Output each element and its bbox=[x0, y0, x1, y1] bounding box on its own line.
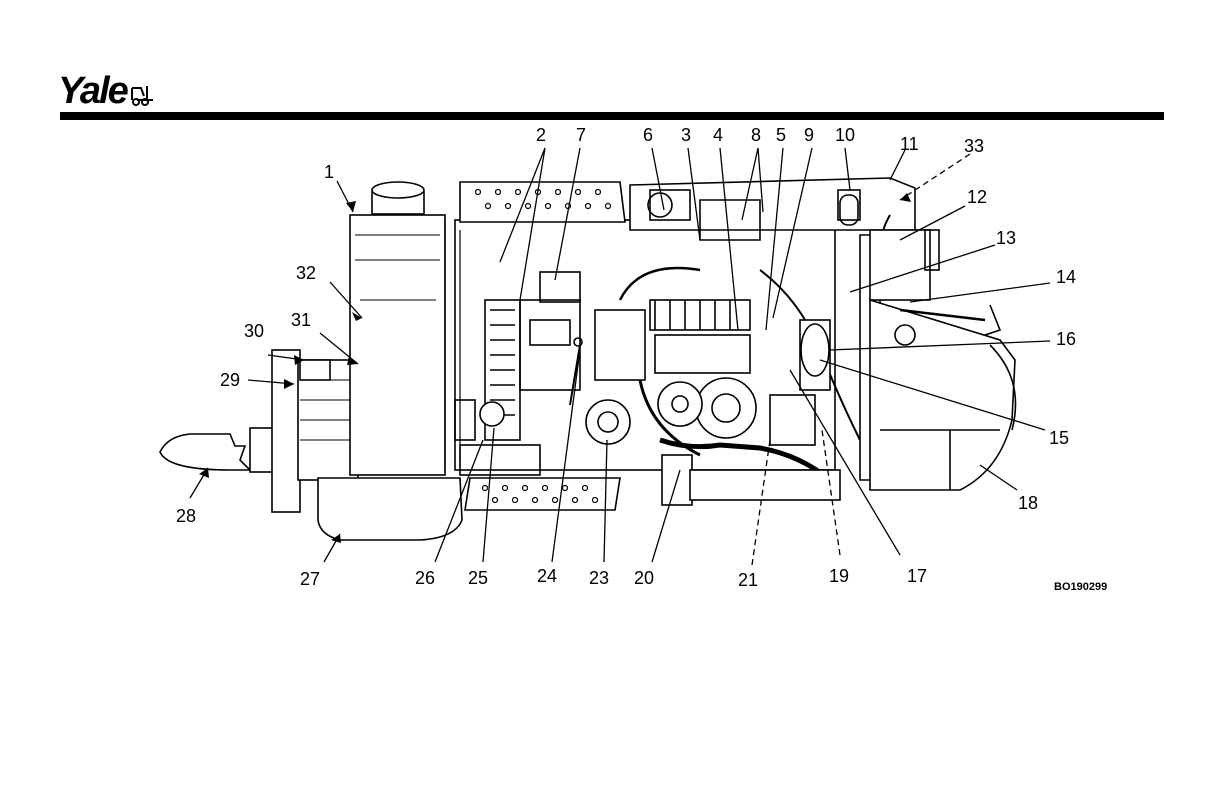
flywheel-face bbox=[272, 350, 300, 512]
callout-18: 18 bbox=[1018, 493, 1038, 513]
callout-7: 7 bbox=[576, 125, 586, 145]
top-heat-shield bbox=[460, 182, 625, 222]
callout-1: 1 bbox=[324, 162, 334, 182]
callout-13: 13 bbox=[996, 228, 1016, 248]
callout-19: 19 bbox=[829, 566, 849, 586]
callout-33: 33 bbox=[964, 136, 984, 156]
callout-29: 29 bbox=[220, 370, 240, 390]
callout-17: 17 bbox=[907, 566, 927, 586]
callout-10: 10 bbox=[835, 125, 855, 145]
callout-26: 26 bbox=[415, 568, 435, 588]
callout-23: 23 bbox=[589, 568, 609, 588]
figure-id: BO190299 bbox=[1054, 581, 1107, 593]
callout-9: 9 bbox=[804, 125, 814, 145]
callout-8: 8 bbox=[751, 125, 761, 145]
callout-25: 25 bbox=[468, 568, 488, 588]
callout-30: 30 bbox=[244, 321, 264, 341]
callout-12: 12 bbox=[967, 187, 987, 207]
fan-shroud bbox=[800, 320, 830, 390]
rear-housing bbox=[350, 215, 445, 475]
callout-3: 3 bbox=[681, 125, 691, 145]
output-shaft bbox=[160, 434, 250, 470]
callout-27: 27 bbox=[300, 569, 320, 589]
callout-21: 21 bbox=[738, 570, 758, 590]
oil-pan bbox=[318, 478, 462, 540]
callout-16: 16 bbox=[1056, 329, 1076, 349]
callout-2: 2 bbox=[536, 125, 546, 145]
callout-4: 4 bbox=[713, 125, 723, 145]
sensor-bulb bbox=[480, 402, 504, 426]
callout-32: 32 bbox=[296, 263, 316, 283]
filter-canister bbox=[586, 400, 630, 444]
callout-20: 20 bbox=[634, 568, 654, 588]
callout-31: 31 bbox=[291, 310, 311, 330]
callout-14: 14 bbox=[1056, 267, 1076, 287]
callout-15: 15 bbox=[1049, 428, 1069, 448]
callout-28: 28 bbox=[176, 506, 196, 526]
callout-5: 5 bbox=[776, 125, 786, 145]
callout-24: 24 bbox=[537, 566, 557, 586]
callout-6: 6 bbox=[643, 125, 653, 145]
pump-housing bbox=[658, 382, 702, 426]
callout-11: 11 bbox=[900, 134, 919, 154]
turbo-housing bbox=[696, 378, 756, 438]
engine-illustration bbox=[160, 178, 1016, 540]
